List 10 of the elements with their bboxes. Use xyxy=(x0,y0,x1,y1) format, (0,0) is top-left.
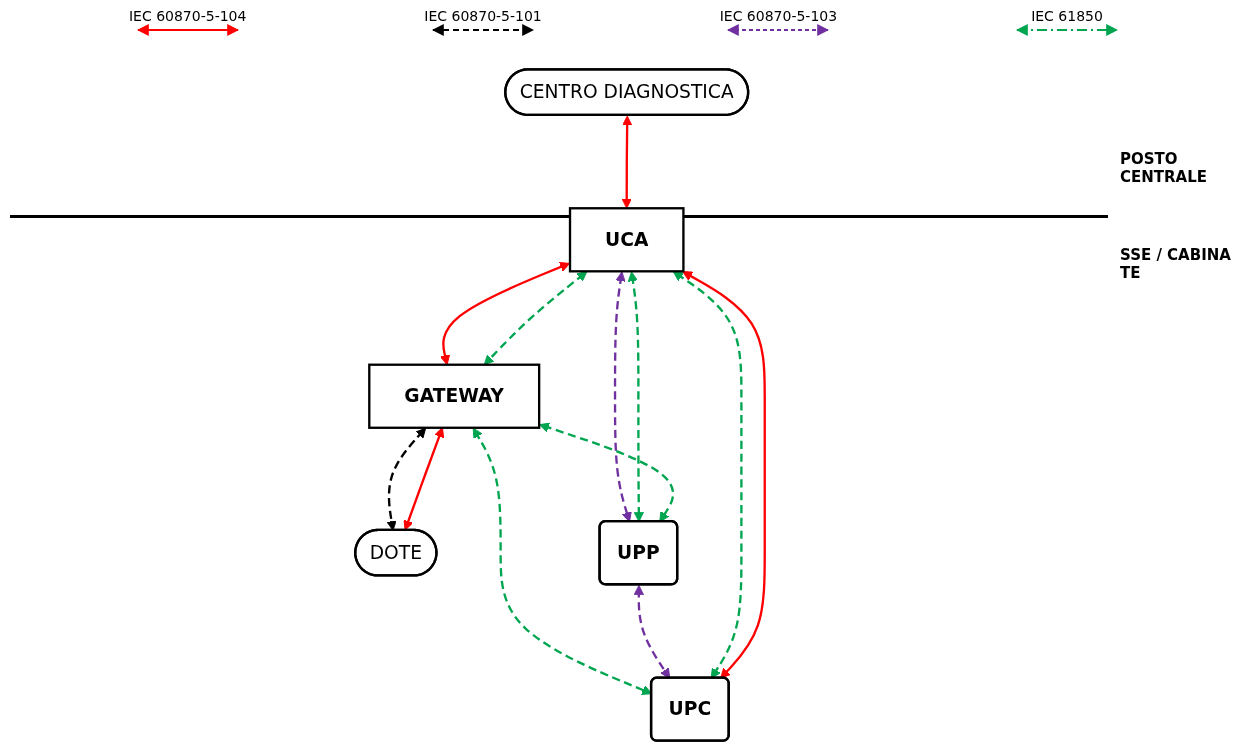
arrow xyxy=(682,271,766,679)
legend-text: IEC 60870-5-103 xyxy=(719,8,838,24)
zone-label: POSTO CENTRALE xyxy=(1120,150,1208,186)
legend-text: IEC 61850 xyxy=(1031,8,1103,24)
arrow xyxy=(621,115,633,209)
node-box: GATEWAY xyxy=(368,363,541,429)
zone-label: SSE / CABINA TE xyxy=(1120,246,1232,282)
node-box: UCA xyxy=(568,207,685,273)
legend-text: IEC 60870-5-101 xyxy=(424,8,542,24)
legend-text: IEC 60870-5-104 xyxy=(128,8,247,24)
